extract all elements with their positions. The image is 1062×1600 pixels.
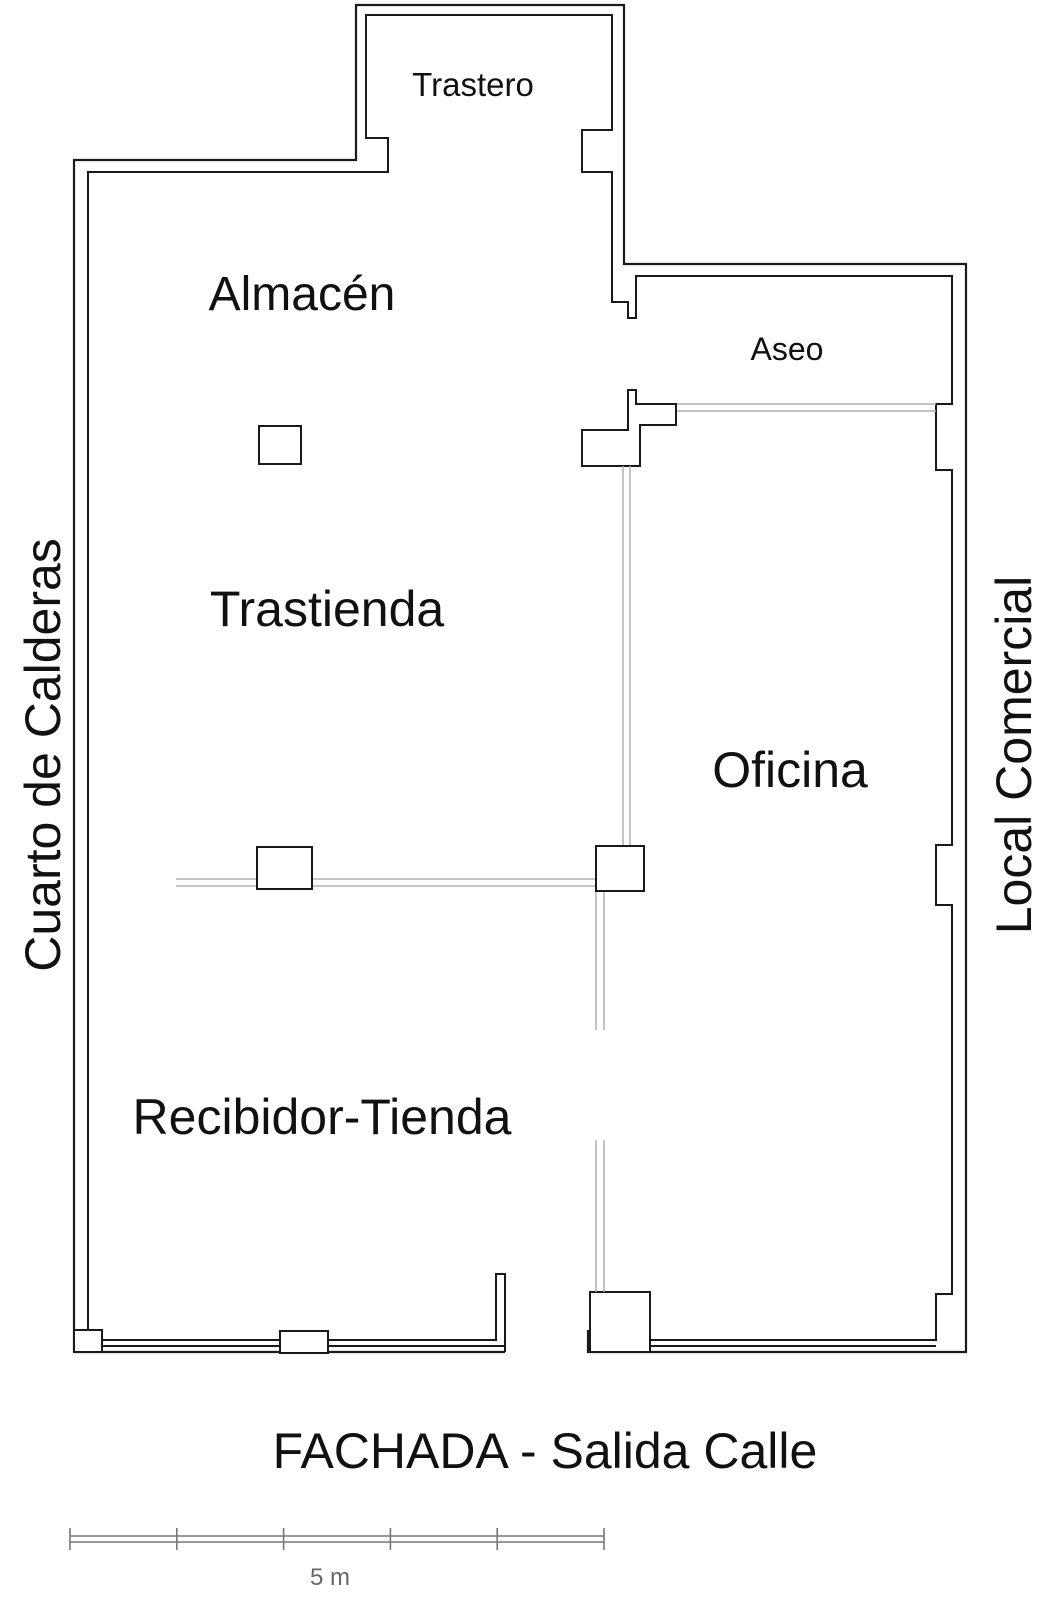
- facade-window-post: [279, 1330, 329, 1354]
- room-label-trastienda: Trastienda: [210, 581, 445, 637]
- room-label-oficina: Oficina: [712, 742, 868, 798]
- office-partition-lower: [595, 890, 605, 1292]
- side-label-bottom: FACHADA - Salida Calle: [273, 1423, 818, 1479]
- room-label-aseo: Aseo: [751, 331, 824, 367]
- inner-wall-line: [87, 14, 953, 1341]
- aseo-partition: [676, 403, 936, 412]
- office-partition-upper: [622, 466, 631, 845]
- room-label-recibidor: Recibidor-Tienda: [133, 1089, 512, 1145]
- shop-partition: [176, 878, 596, 887]
- scale-bar: 5 m: [69, 1528, 605, 1591]
- outer-wall: [72, 3, 968, 1354]
- facade-wall-right: [650, 1339, 936, 1347]
- facade-corner-left: [73, 1329, 103, 1353]
- aseo-wall-stub: [581, 389, 677, 467]
- side-label-left: Cuarto de Calderas: [15, 538, 71, 972]
- pillar-partition-left: [256, 846, 313, 890]
- scale-label: 5 m: [310, 1564, 350, 1591]
- room-label-trastero: Trastero: [412, 66, 534, 103]
- facade-pillar-right: [589, 1291, 651, 1353]
- scale-ticks: [69, 1528, 605, 1550]
- pillar-almacen: [258, 425, 302, 465]
- side-label-right: Local Comercial: [986, 576, 1042, 934]
- room-label-almacen: Almacén: [209, 268, 396, 321]
- pillar-partition-center: [595, 845, 645, 892]
